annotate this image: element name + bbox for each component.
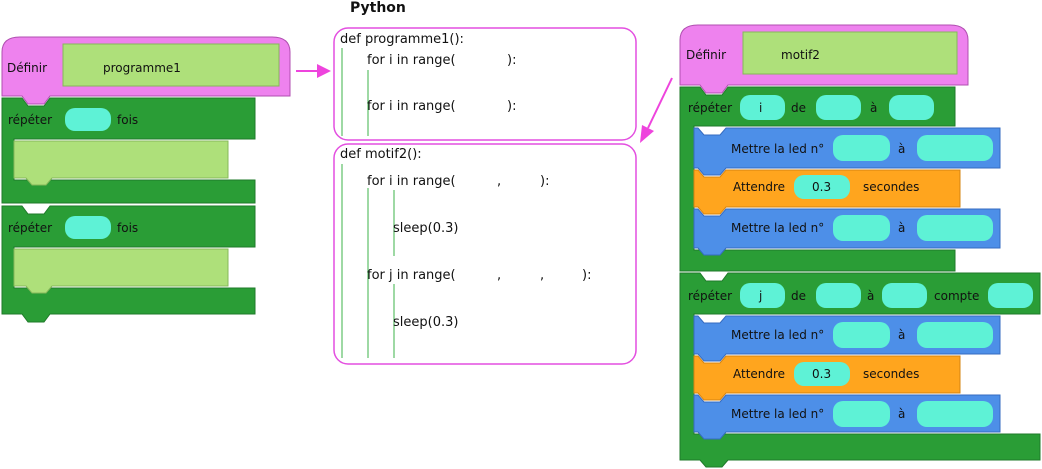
led-number-input-2[interactable] bbox=[833, 215, 890, 241]
repeat-j-to-input[interactable] bbox=[882, 283, 927, 308]
code-for-loop-2: for i in range( bbox=[367, 99, 456, 114]
code-for-j-comma-2: , bbox=[540, 268, 544, 283]
repeat-i-to-label: à bbox=[870, 101, 877, 115]
repeat-label-1: répéter bbox=[8, 113, 52, 127]
wait-label-2: Attendre bbox=[733, 367, 785, 381]
define-name: programme1 bbox=[103, 61, 181, 75]
code-box-motif2: def motif2(): for i in range( , ): sleep… bbox=[333, 143, 637, 365]
repeat-i-var[interactable] bbox=[740, 95, 785, 120]
led-value-input-4[interactable] bbox=[917, 401, 993, 427]
set-led-label-4: Mettre la led n° bbox=[731, 407, 824, 421]
led-value-input-2[interactable] bbox=[917, 215, 993, 241]
set-led-label-1: Mettre la led n° bbox=[731, 142, 824, 156]
repeat-i-from-input[interactable] bbox=[816, 95, 861, 120]
set-led-to-label-4: à bbox=[898, 407, 905, 421]
led-number-input-3[interactable] bbox=[833, 322, 890, 348]
repeat-j-from-label: de bbox=[791, 289, 806, 303]
led-number-input-4[interactable] bbox=[833, 401, 890, 427]
repeat-i-var-text: i bbox=[759, 101, 762, 115]
repeat-label-2: répéter bbox=[8, 221, 52, 235]
programme1-block-stack: Définir programme1 répéter fois répéter … bbox=[1, 36, 291, 323]
motif2-block-stack: Définir motif2 répéter i de à Mettre la … bbox=[679, 24, 1041, 468]
led-value-input-3[interactable] bbox=[917, 322, 993, 348]
python-title: Python bbox=[350, 0, 406, 16]
repeat-block-1[interactable] bbox=[1, 97, 256, 204]
repeat-count-input-2[interactable] bbox=[65, 216, 111, 239]
wait-input-2[interactable] bbox=[794, 362, 850, 386]
define-label-motif2: Définir bbox=[686, 48, 726, 62]
repeat-j-step-input[interactable] bbox=[988, 283, 1033, 308]
seconds-label-1: secondes bbox=[863, 180, 919, 194]
times-label-2: fois bbox=[117, 221, 138, 235]
code-sleep-1: sleep(0.3) bbox=[393, 221, 458, 236]
arrow-left-to-code bbox=[296, 64, 331, 78]
repeat-j-step-label: compte bbox=[934, 289, 979, 303]
repeat-block-2[interactable] bbox=[1, 205, 256, 323]
code-box-programme1: def programme1(): for i in range( ): for… bbox=[333, 27, 637, 141]
code-for-loop-1-end: ): bbox=[507, 53, 516, 68]
code-for-i-end: ): bbox=[540, 174, 549, 189]
define-label: Définir bbox=[7, 61, 47, 75]
repeat-count-input-1[interactable] bbox=[65, 108, 111, 131]
define-name-motif2: motif2 bbox=[781, 48, 820, 62]
repeat-i-from-label: de bbox=[791, 101, 806, 115]
code-for-loop-1: for i in range( bbox=[367, 53, 456, 68]
repeat-body-slot-2[interactable] bbox=[13, 248, 229, 294]
set-led-label-3: Mettre la led n° bbox=[731, 328, 824, 342]
code-for-loop-2-end: ): bbox=[507, 99, 516, 114]
set-led-to-label-2: à bbox=[898, 221, 905, 235]
code-def-motif2: def motif2(): bbox=[340, 147, 422, 162]
code-for-j-end: ): bbox=[582, 268, 591, 283]
set-led-to-label-3: à bbox=[898, 328, 905, 342]
code-sleep-2: sleep(0.3) bbox=[393, 315, 458, 330]
wait-label-1: Attendre bbox=[733, 180, 785, 194]
times-label-1: fois bbox=[117, 113, 138, 127]
wait-input-1[interactable] bbox=[794, 175, 850, 199]
led-number-input-1[interactable] bbox=[833, 135, 890, 161]
seconds-label-2: secondes bbox=[863, 367, 919, 381]
led-value-input-1[interactable] bbox=[917, 135, 993, 161]
define-name-slot[interactable] bbox=[62, 43, 280, 87]
code-for-i: for i in range( bbox=[367, 174, 456, 189]
repeat-j-to-label: à bbox=[867, 289, 874, 303]
repeat-body-slot-1[interactable] bbox=[13, 140, 229, 186]
repeat-i-to-input[interactable] bbox=[889, 95, 934, 120]
arrow-right-to-code bbox=[640, 77, 673, 143]
repeat-j-var[interactable] bbox=[740, 283, 785, 308]
wait-value-2: 0.3 bbox=[812, 367, 831, 381]
define-name-slot-motif2[interactable] bbox=[742, 31, 958, 75]
set-led-to-label-1: à bbox=[898, 142, 905, 156]
set-led-label-2: Mettre la led n° bbox=[731, 221, 824, 235]
repeat-j-from-input[interactable] bbox=[816, 283, 861, 308]
wait-value-1: 0.3 bbox=[812, 180, 831, 194]
repeat-i-label: répéter bbox=[688, 101, 732, 115]
repeat-j-var-text: j bbox=[758, 289, 762, 303]
code-for-i-comma: , bbox=[497, 174, 501, 189]
repeat-j-label: répéter bbox=[688, 289, 732, 303]
code-def-programme1: def programme1(): bbox=[340, 32, 464, 47]
code-for-j: for j in range( bbox=[367, 268, 456, 283]
code-for-j-comma-1: , bbox=[497, 268, 501, 283]
